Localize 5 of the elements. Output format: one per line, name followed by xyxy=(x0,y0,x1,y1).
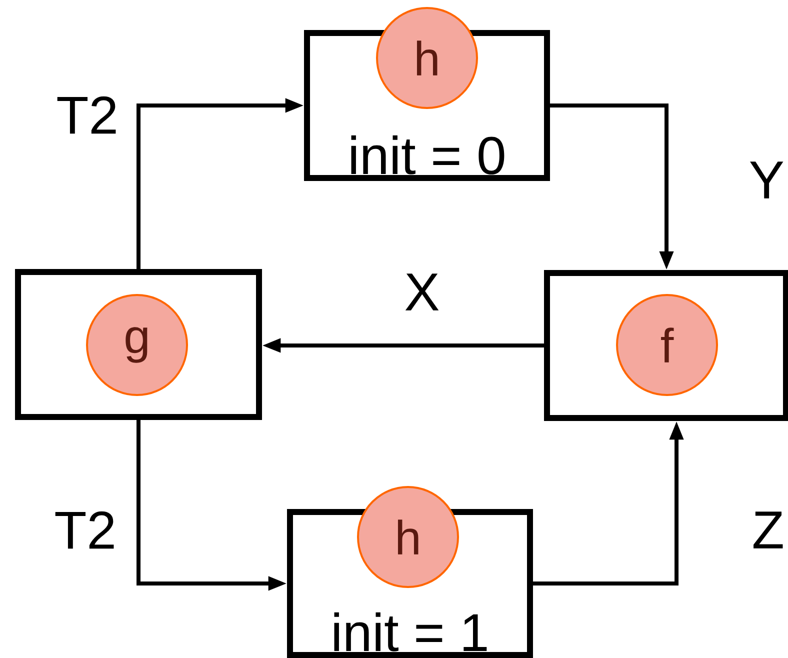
edge-label: T2 xyxy=(57,96,116,134)
edge-label: T2 xyxy=(55,511,114,549)
edge-label: X xyxy=(405,274,439,310)
edge-label: Z xyxy=(754,512,783,548)
edge-label: Y xyxy=(750,162,784,198)
